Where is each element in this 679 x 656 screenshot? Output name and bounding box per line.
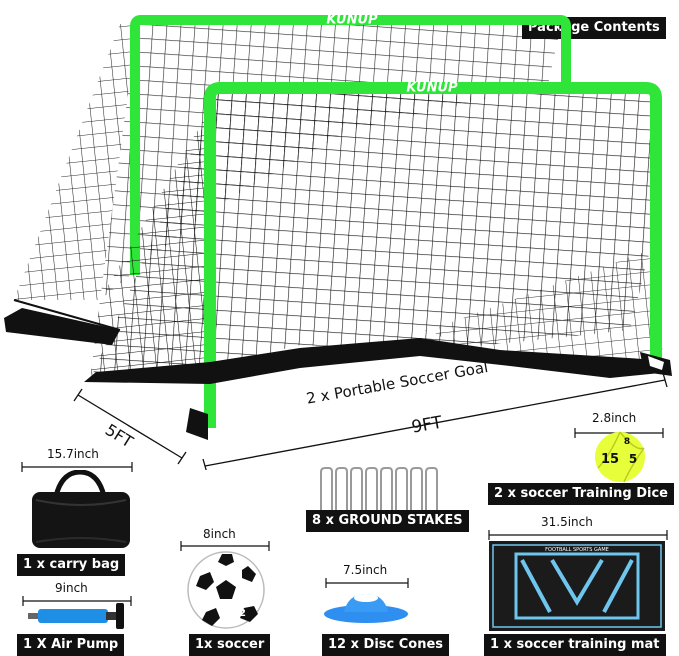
front-goal (84, 82, 672, 440)
ball-number: 32 (232, 608, 246, 619)
ground-stakes-icon (320, 467, 438, 510)
dice-number-5: 5 (629, 452, 637, 466)
mat-printed-text: FOOTBALL SPORTS GAME (545, 547, 609, 553)
dice-number-15: 15 (601, 452, 619, 467)
carry-bag-label: 1 x carry bag (17, 554, 126, 576)
bag-dimension-line (21, 462, 133, 472)
disc-cones-label: 12 x Disc Cones (322, 634, 450, 656)
soccer-goals-illustration: KUNUP KUNUP (4, 13, 672, 470)
disc-cone-icon (324, 594, 408, 623)
soccer-dimension-line (180, 541, 270, 551)
training-dice-icon: 15 5 8 (595, 431, 645, 483)
cones-dimension-line (325, 578, 409, 588)
pump-dimension: 9inch (55, 581, 88, 595)
soccer-ball-icon: 32 (187, 551, 265, 629)
training-mat-icon: FOOTBALL SPORTS GAME (489, 541, 665, 631)
mat-dimension-line (488, 530, 668, 540)
dice-label: 2 x soccer Training Dice (488, 483, 674, 505)
mat-dimension: 31.5inch (541, 515, 593, 529)
training-mat-label: 1 x soccer training mat (484, 634, 666, 656)
brand-logo-back: KUNUP (326, 13, 378, 28)
air-pump-label: 1 X Air Pump (17, 634, 125, 656)
depth-dimension-line (73, 388, 187, 465)
carry-bag-icon (32, 470, 130, 548)
dice-number-8: 8 (624, 437, 630, 447)
ground-stakes-label: 8 x GROUND STAKES (306, 510, 469, 532)
soccer-label: 1x soccer (189, 634, 271, 656)
pump-dimension-line (22, 596, 132, 606)
air-pump-icon (28, 603, 124, 629)
soccer-dimension: 8inch (203, 527, 236, 541)
dice-dimension: 2.8inch (592, 411, 637, 425)
brand-logo-front: KUNUP (406, 81, 458, 96)
width-dimension-line (202, 372, 668, 470)
bag-dimension: 15.7inch (47, 447, 99, 461)
cones-dimension: 7.5inch (343, 563, 388, 577)
